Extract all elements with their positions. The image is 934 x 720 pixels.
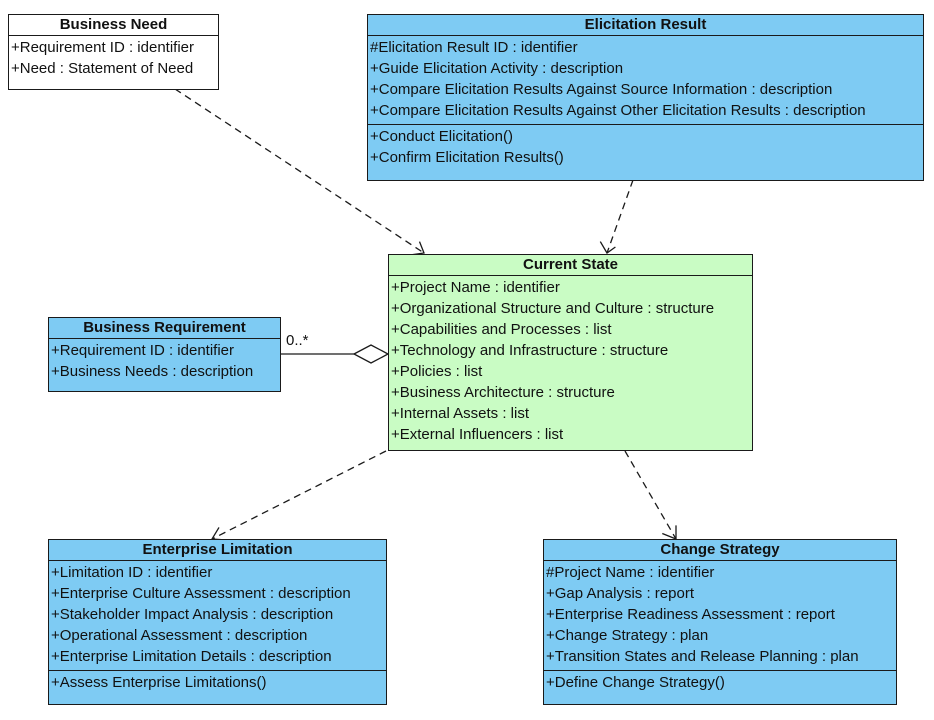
- dependency-current-state-to-change-strategy: [624, 450, 677, 540]
- class-elicitation-result[interactable]: Elicitation Result #Elicitation Result I…: [367, 14, 924, 181]
- aggregation-diamond: [352, 344, 390, 364]
- class-business-need[interactable]: Business Need +Requirement ID : identifi…: [8, 14, 219, 90]
- class-title: Business Need: [9, 15, 218, 36]
- attribute: +Technology and Infrastructure : structu…: [391, 342, 669, 359]
- attribute: +Compare Elicitation Results Against Sou…: [370, 81, 833, 98]
- attributes-section: #Elicitation Result ID : identifier +Gui…: [368, 36, 923, 124]
- class-title: Business Requirement: [49, 318, 280, 339]
- attribute: +Requirement ID : identifier: [11, 39, 195, 56]
- attribute: +External Influencers : list: [391, 426, 564, 443]
- attribute: +Project Name : identifier: [391, 279, 560, 296]
- attribute: +Enterprise Readiness Assessment : repor…: [546, 606, 835, 623]
- attribute: +Operational Assessment : description: [51, 627, 308, 644]
- attribute: +Enterprise Culture Assessment : descrip…: [51, 585, 351, 602]
- attribute: +Policies : list: [391, 363, 483, 380]
- class-title: Current State: [389, 255, 752, 276]
- attribute: #Elicitation Result ID : identifier: [370, 39, 578, 56]
- attributes-section: +Requirement ID : identifier +Business N…: [49, 339, 280, 385]
- operation: +Assess Enterprise Limitations(): [51, 674, 267, 691]
- class-current-state[interactable]: Current State +Project Name : identifier…: [388, 254, 753, 451]
- class-enterprise-limitation[interactable]: Enterprise Limitation +Limitation ID : i…: [48, 539, 387, 705]
- attribute: +Business Needs : description: [51, 363, 254, 380]
- operation: +Conduct Elicitation(): [370, 128, 513, 145]
- attribute: +Business Architecture : structure: [391, 384, 615, 401]
- class-title: Change Strategy: [544, 540, 896, 561]
- attributes-section: +Requirement ID : identifier +Need : Sta…: [9, 36, 218, 82]
- dependency-current-state-to-enterprise-limitation: [211, 450, 387, 540]
- attribute: +Transition States and Release Planning …: [546, 648, 859, 665]
- attribute: +Capabilities and Processes : list: [391, 321, 612, 338]
- attributes-section: +Limitation ID : identifier +Enterprise …: [49, 561, 386, 670]
- dependency-elicitation-to-current-state: [606, 179, 634, 254]
- attribute: #Project Name : identifier: [546, 564, 715, 581]
- attributes-section: +Project Name : identifier +Organization…: [389, 276, 752, 448]
- class-title: Enterprise Limitation: [49, 540, 386, 561]
- attribute: +Need : Statement of Need: [11, 60, 194, 77]
- attribute: +Organizational Structure and Culture : …: [391, 300, 715, 317]
- operation: +Define Change Strategy(): [546, 674, 725, 691]
- class-change-strategy[interactable]: Change Strategy #Project Name : identifi…: [543, 539, 897, 705]
- dependency-arrowhead: [599, 241, 616, 254]
- class-title: Elicitation Result: [368, 15, 923, 36]
- class-business-requirement[interactable]: Business Requirement +Requirement ID : i…: [48, 317, 281, 392]
- attribute: +Guide Elicitation Activity : descriptio…: [370, 60, 624, 77]
- attribute: +Enterprise Limitation Details : descrip…: [51, 648, 332, 665]
- operations-section: +Conduct Elicitation() +Confirm Elicitat…: [368, 124, 923, 171]
- attribute: +Change Strategy : plan: [546, 627, 709, 644]
- attribute: +Stakeholder Impact Analysis : descripti…: [51, 606, 334, 623]
- attribute: +Gap Analysis : report: [546, 585, 694, 602]
- operation: +Confirm Elicitation Results(): [370, 149, 564, 166]
- attribute: +Compare Elicitation Results Against Oth…: [370, 102, 866, 119]
- attribute: +Limitation ID : identifier: [51, 564, 213, 581]
- operations-section: +Assess Enterprise Limitations(): [49, 670, 386, 696]
- operations-section: +Define Change Strategy(): [544, 670, 896, 696]
- attribute: +Internal Assets : list: [391, 405, 529, 422]
- attributes-section: #Project Name : identifier +Gap Analysis…: [544, 561, 896, 670]
- attribute: +Requirement ID : identifier: [51, 342, 235, 359]
- aggregation-multiplicity: 0..*: [286, 332, 309, 349]
- dependency-business-need-to-current-state: [174, 88, 425, 254]
